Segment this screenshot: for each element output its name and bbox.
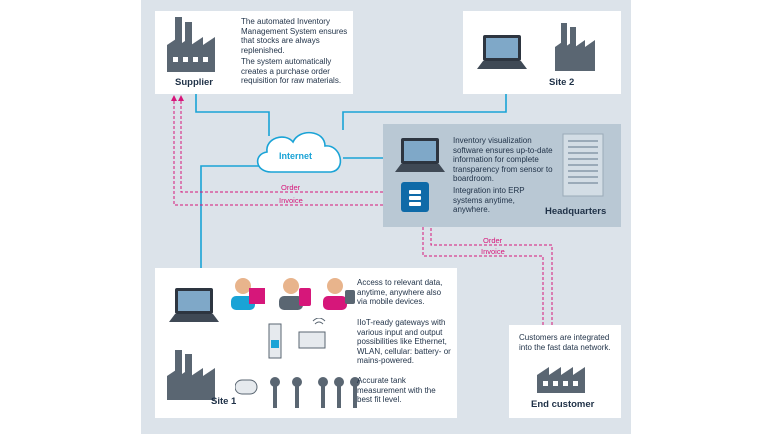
- site1-network-line: [200, 165, 259, 285]
- site1-text-3: Accurate tank measurement with the best …: [357, 376, 436, 405]
- order-top-line: [180, 98, 403, 193]
- supplier-network-line: [195, 94, 270, 136]
- hq-text-2: Integration into ERP systems anytime, an…: [453, 186, 525, 215]
- order-top-label: Order: [281, 183, 301, 192]
- internet-label: Internet: [279, 151, 313, 161]
- headquarters-panel: Inventory visualization software ensures…: [383, 124, 621, 227]
- supplier-text-1: The automated Inventory Management Syste…: [241, 17, 348, 55]
- supplier-box: Supplier The automated Inventory Managem…: [155, 11, 353, 94]
- invoice-bottom-label: Invoice: [481, 247, 505, 256]
- gateway-devices-icon: [268, 318, 326, 359]
- network-lines: [195, 94, 507, 285]
- supplier-label: Supplier: [175, 77, 214, 88]
- order-bottom-line: [430, 220, 553, 330]
- invoice-top-arrowhead: [171, 95, 177, 101]
- laptop-icon: [169, 288, 219, 322]
- mobile-users-icon: [231, 278, 355, 310]
- end-customer-label: End customer: [531, 399, 595, 410]
- site2-box: Site 2: [463, 11, 621, 94]
- office-building-icon: [562, 133, 604, 197]
- order-bottom-label: Order: [483, 236, 503, 245]
- erp-gateway-icon: [401, 182, 429, 212]
- database-icon: [409, 190, 421, 206]
- headquarters-label: Headquarters: [545, 206, 607, 217]
- diagram-canvas: Supplier The automated Inventory Managem…: [141, 0, 631, 434]
- end-customer-box: Customers are integrated into the fast d…: [509, 325, 621, 418]
- factory-icon: [537, 367, 585, 393]
- site1-text-2: IIoT-ready gateways with various input a…: [357, 318, 451, 366]
- flow-lines: [173, 98, 553, 330]
- invoice-top-line: [173, 98, 403, 206]
- supplier-text-2: The system automatically creates a purch…: [241, 57, 342, 86]
- invoice-top-label: Invoice: [279, 196, 303, 205]
- laptop-icon: [395, 138, 445, 172]
- order-top-arrowhead: [178, 95, 184, 101]
- site1-box: Site 1 Access to relevant data, anytime,…: [155, 268, 457, 418]
- level-sensors-icon: [235, 377, 360, 408]
- site1-label: Site 1: [211, 396, 237, 407]
- invoice-bottom-line: [422, 220, 544, 330]
- site2-label: Site 2: [549, 77, 575, 88]
- site1-text-1: Access to relevant data, anytime, anywhe…: [357, 278, 443, 307]
- cloud-icon: [256, 131, 342, 173]
- factory-icon: [167, 350, 215, 400]
- end-customer-text: Customers are integrated into the fast d…: [519, 333, 611, 352]
- hq-text-1: Inventory visualization software ensures…: [453, 136, 553, 184]
- factory-icon: [555, 23, 595, 71]
- laptop-icon: [477, 35, 527, 69]
- site2-network-line: [342, 94, 507, 130]
- factory-icon: [167, 17, 215, 72]
